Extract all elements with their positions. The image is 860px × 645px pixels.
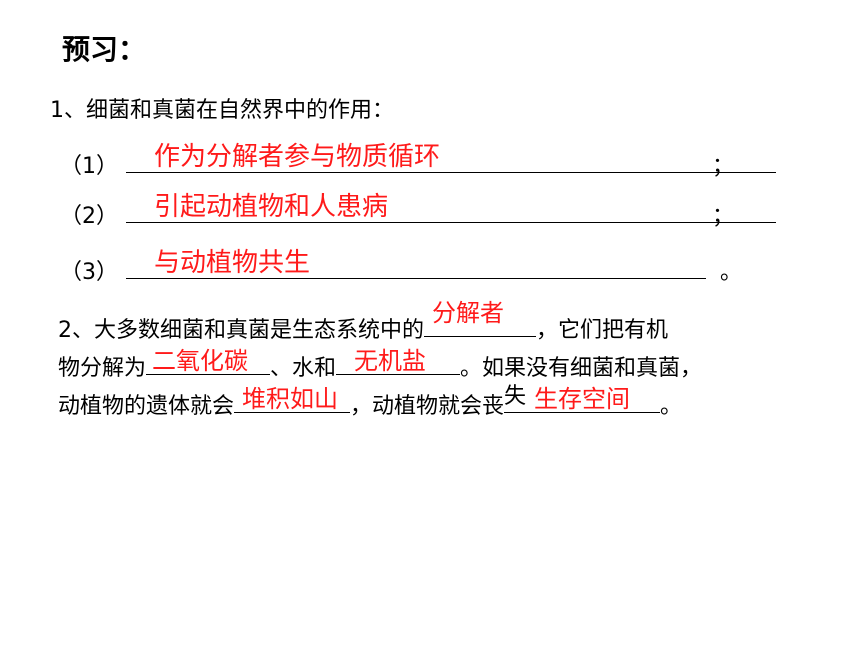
answer-line — [126, 222, 776, 223]
answer-text: 生存空间 — [534, 385, 631, 413]
answer-text: 作为分解者参与物质循环 — [154, 142, 441, 172]
answer-text: 与动植物共生 — [154, 248, 311, 278]
question-1-text: 1、细菌和真菌在自然界中的作用： — [50, 98, 394, 123]
punctuation: ； — [712, 154, 735, 179]
text-segment: 动植物的遗体就会 — [58, 394, 235, 419]
text-segment: 。 — [660, 394, 683, 419]
answer-text: 堆积如山 — [242, 385, 339, 413]
text-segment: ，它们把有机 — [536, 318, 669, 343]
text-segment: 失 — [504, 384, 527, 409]
answer-text: 分解者 — [432, 299, 504, 327]
answer-text: 无机盐 — [354, 347, 427, 375]
item-number: （2） — [60, 204, 118, 229]
question-2-paragraph: 2、大多数细菌和真菌是生态系统中的分解者 ，它们把有机 物分解为二氧化碳、水和无机… — [58, 299, 702, 422]
punctuation: ； — [712, 204, 735, 229]
answer-text: 二氧化碳 — [152, 347, 249, 375]
blank-decomposer: 分解者 — [424, 299, 536, 337]
blank-pile-up: 堆积如山 — [234, 384, 351, 413]
text-segment: 。如果没有细菌和真菌， — [460, 356, 703, 381]
blank-salts: 无机盐 — [336, 346, 461, 375]
paragraph-line-1: 2、大多数细菌和真菌是生态系统中的分解者 ，它们把有机 — [58, 299, 702, 346]
item-number: （1） — [60, 154, 118, 179]
text-segment: 物分解为 — [58, 356, 147, 381]
item-number: （3） — [60, 260, 118, 285]
answer-text: 引起动植物和人患病 — [154, 192, 389, 222]
text-segment: 、水和 — [270, 356, 337, 381]
text-segment: ，动植物就会丧 — [350, 394, 505, 419]
page-title: 预习： — [62, 33, 147, 66]
text-segment: 2、大多数细菌和真菌是生态系统中的 — [58, 318, 424, 343]
answer-line — [126, 172, 776, 173]
paragraph-line-3: 动植物的遗体就会堆积如山，动植物就会丧失生存空间。 — [58, 384, 702, 422]
answer-line — [126, 278, 706, 279]
paragraph-line-2: 物分解为二氧化碳、水和无机盐 。如果没有细菌和真菌， — [58, 346, 702, 384]
blank-co2: 二氧化碳 — [146, 346, 271, 375]
punctuation: 。 — [720, 260, 743, 285]
blank-living-space: 失生存空间 — [504, 384, 661, 413]
